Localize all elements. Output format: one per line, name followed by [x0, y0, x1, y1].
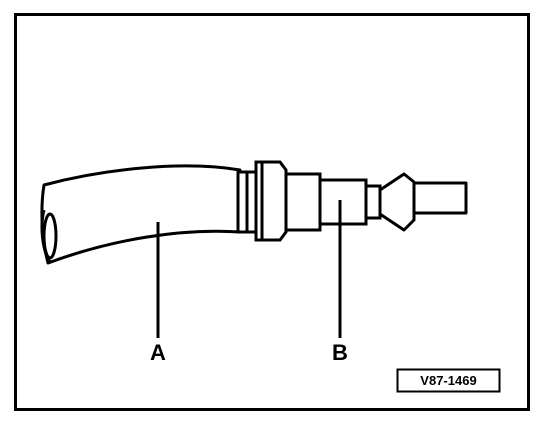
reference-code-box [396, 368, 501, 393]
fitting-shank [318, 178, 368, 226]
reference-code: V87-1469 [420, 373, 476, 388]
fitting-neck [364, 184, 382, 220]
callout-label-b: B [332, 340, 348, 365]
hose-opening [42, 212, 58, 260]
nipple-tube [412, 181, 468, 215]
barb [378, 172, 416, 232]
hex-nut [254, 160, 288, 242]
fitting-part-b [284, 172, 382, 232]
hose-ferrule [236, 170, 258, 234]
hose-part-a [40, 164, 242, 265]
barbed-nipple [378, 172, 468, 232]
fitting-collar [284, 172, 322, 232]
callout-label-a: A [150, 340, 166, 365]
